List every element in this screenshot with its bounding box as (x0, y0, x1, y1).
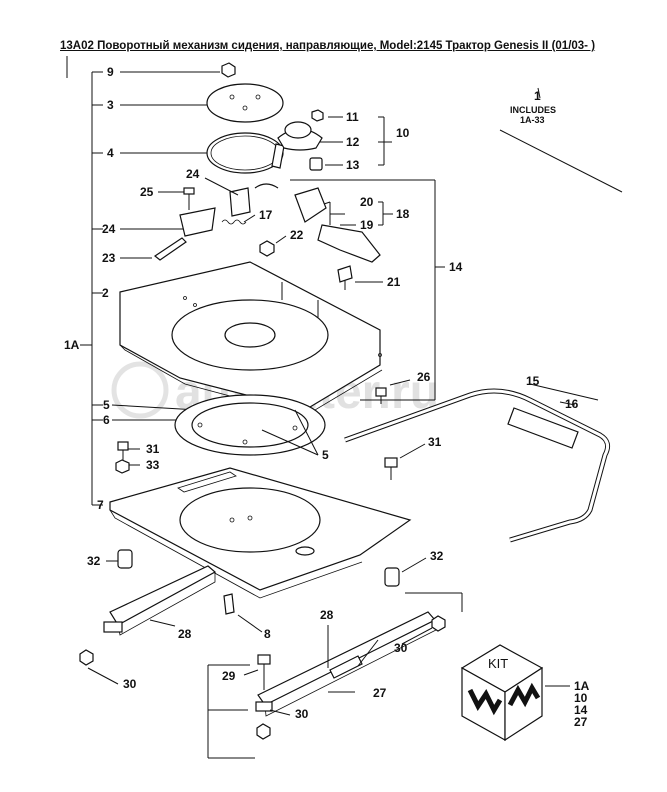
parts-32-spacers (117, 549, 427, 587)
label-30-right: 30 (394, 641, 408, 655)
part-28-left-rail (79, 565, 217, 666)
parts-5-6-ring (174, 394, 326, 456)
label-20: 20 (360, 195, 374, 209)
bracket-14 (290, 179, 445, 401)
label-9: 9 (107, 65, 114, 79)
label-12: 12 (346, 135, 360, 149)
label-14: 14 (449, 260, 463, 274)
part-17-spring (221, 214, 256, 225)
label-4: 4 (107, 146, 114, 160)
label-3: 3 (107, 98, 114, 112)
label-includes-range: 1A-33 (520, 115, 545, 125)
label-32-left: 32 (87, 554, 101, 568)
label-11: 11 (346, 110, 359, 124)
bracket-1a (66, 56, 103, 506)
part-28-right-rail (255, 611, 446, 740)
label-24-top: 24 (186, 167, 200, 181)
kit-item-3: 14 (574, 703, 588, 717)
label-19: 19 (360, 218, 374, 232)
bracket-27 (207, 592, 463, 759)
part-4-ring (206, 132, 285, 174)
part-24-brackets (179, 183, 279, 237)
label-31-left: 31 (146, 442, 160, 456)
part-29-bolt (243, 654, 271, 690)
label-15: 15 (526, 374, 540, 388)
parts-18-20 (294, 187, 393, 263)
label-21: 21 (387, 275, 401, 289)
label-23: 23 (102, 251, 116, 265)
part-25-bolt (183, 187, 195, 210)
label-28-right: 28 (320, 608, 334, 622)
kit-cube: KIT 1A 10 14 27 (460, 644, 590, 742)
label-28-left: 28 (178, 627, 192, 641)
label-1a: 1A (64, 338, 80, 352)
callout-labels: 9 3 4 25 24 24 23 2 1A 5 6 31 33 7 32 28… (64, 65, 579, 721)
diagram-title: 13A02 Поворотный механизм сидения, напра… (60, 40, 596, 52)
label-30-bottom: 30 (295, 707, 309, 721)
part-2-top-plate (119, 261, 383, 417)
label-includes: INCLUDES (510, 105, 556, 115)
label-2: 2 (102, 286, 109, 300)
part-21-bolt (337, 265, 383, 290)
bracket-10 (320, 116, 392, 166)
label-24-left: 24 (102, 222, 116, 236)
parts-11-13 (277, 109, 324, 171)
part-22-nut (259, 235, 287, 257)
kit-item-1: 1A (574, 679, 590, 693)
label-33: 33 (146, 458, 160, 472)
label-13: 13 (346, 158, 360, 172)
kit-label: KIT (488, 656, 508, 671)
parts-15-16-cable (344, 383, 611, 543)
label-1: 1 (534, 89, 541, 103)
label-18: 18 (396, 207, 410, 221)
label-5-left: 5 (103, 398, 110, 412)
label-6: 6 (103, 413, 110, 427)
part-9-nut (221, 62, 236, 78)
part-26-bolt (375, 379, 411, 404)
leader-lines-left (87, 71, 263, 685)
label-27: 27 (373, 686, 387, 700)
part-23-lever (153, 237, 187, 261)
label-8: 8 (264, 627, 271, 641)
label-17: 17 (259, 208, 273, 222)
label-25: 25 (140, 185, 154, 199)
kit-item-2: 10 (574, 691, 588, 705)
part-3-plate (206, 83, 284, 123)
label-10: 10 (396, 126, 410, 140)
part-1-leader (499, 87, 623, 193)
part-8-bolt (223, 593, 235, 615)
label-26: 26 (417, 370, 431, 384)
label-7: 7 (97, 498, 104, 512)
label-30-left: 30 (123, 677, 137, 691)
label-32-right: 32 (430, 549, 444, 563)
label-5-right: 5 (322, 448, 329, 462)
kit-item-4: 27 (574, 715, 588, 729)
part-7-bottom-plate (109, 467, 412, 599)
label-31-right: 31 (428, 435, 442, 449)
label-22: 22 (290, 228, 304, 242)
label-16: 16 (565, 397, 579, 411)
label-29: 29 (222, 669, 236, 683)
parts-31-33-bolts (115, 441, 426, 480)
